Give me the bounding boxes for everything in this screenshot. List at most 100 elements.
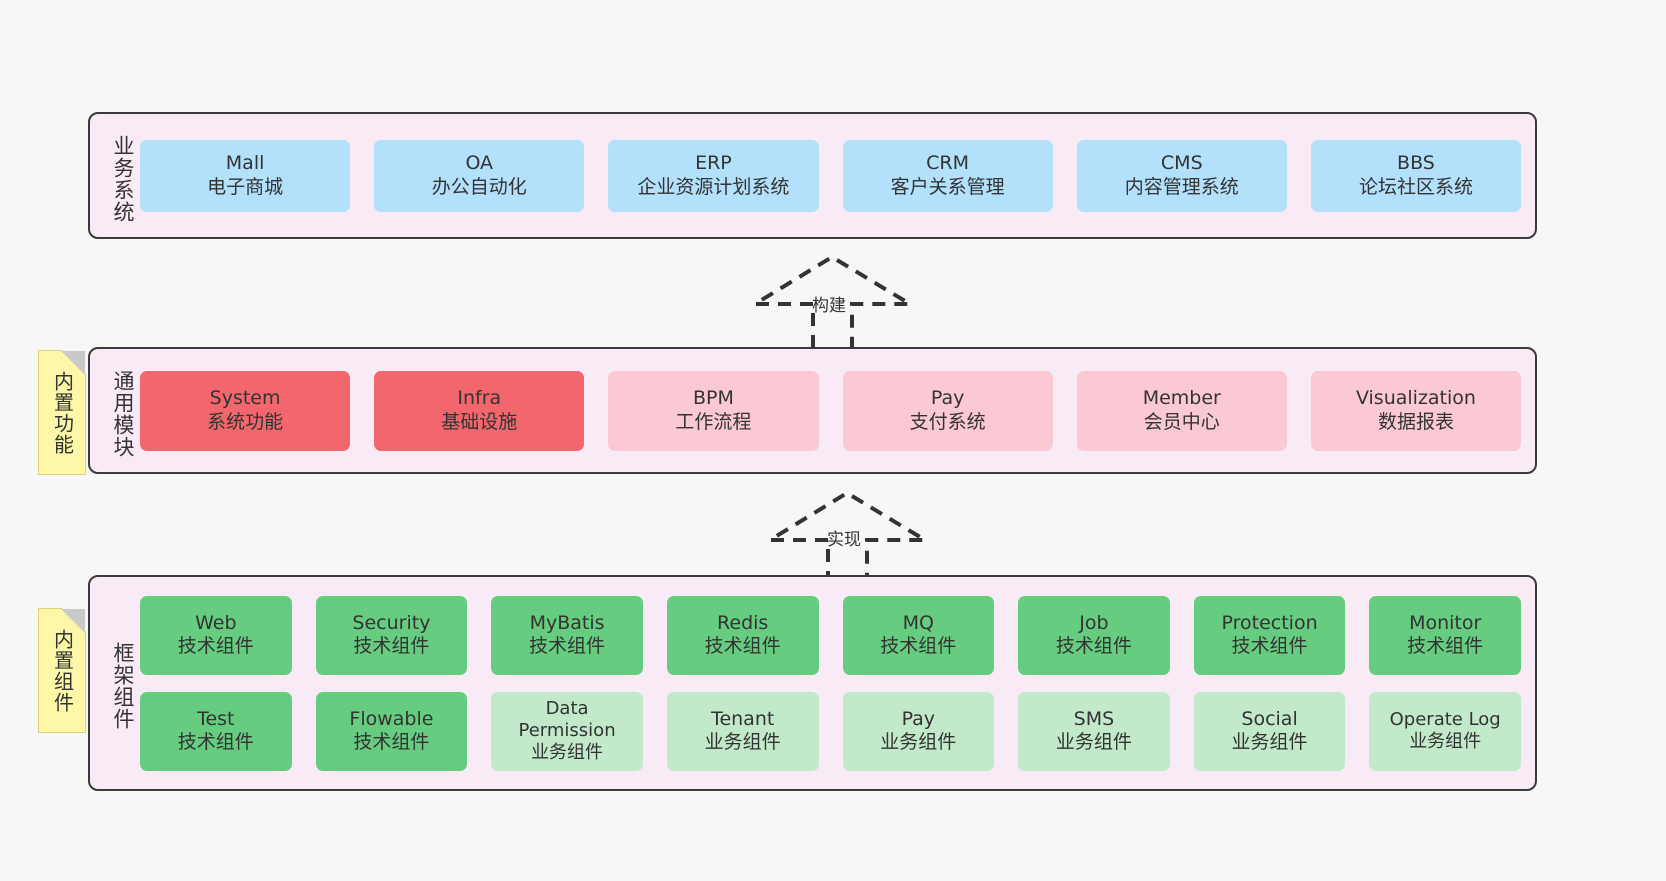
node-title-cn: 基础设施 — [441, 410, 518, 433]
node-title-en: Flowable — [349, 707, 434, 730]
node-title-cn: 技术组件 — [177, 635, 254, 657]
node-title-cn: 技术组件 — [704, 635, 781, 657]
node-title-cn: 业务组件 — [1231, 731, 1308, 753]
node-title-cn: 企业资源计划系统 — [637, 175, 790, 198]
node-title-cn: 业务组件 — [531, 741, 604, 763]
node-title-en: Data Permission — [518, 698, 616, 742]
node-title-en: Visualization — [1355, 387, 1476, 410]
node-title-cn: 技术组件 — [1231, 635, 1308, 657]
node-title-cn: 业务组件 — [1055, 731, 1132, 753]
node-title-en: Tenant — [711, 707, 775, 730]
node-title-en: Redis — [717, 611, 769, 634]
node-title-cn: 系统功能 — [207, 410, 284, 433]
node-title-en: Web — [195, 611, 237, 634]
node-title-en: Job — [1079, 611, 1109, 634]
node-title-en: MyBatis — [529, 611, 605, 634]
layer-title-framework-components: 框架组件 — [111, 642, 135, 730]
node-title-en: Pay — [901, 707, 936, 730]
sticky-note-builtin-components: 内置组件 — [38, 608, 86, 733]
node-title-en: CMS — [1160, 152, 1203, 175]
node-title-cn: 业务组件 — [880, 731, 957, 753]
node-title-cn: 会员中心 — [1143, 410, 1220, 433]
node-title-cn: 电子商城 — [207, 175, 284, 198]
node-title-en: OA — [465, 152, 494, 175]
node-title-cn: 技术组件 — [529, 635, 606, 657]
node-title-en: Security — [352, 611, 431, 634]
node-title-en: Member — [1142, 387, 1221, 410]
node-title-cn: 技术组件 — [353, 731, 430, 753]
node-title-en: ERP — [695, 152, 732, 175]
node-title-cn: 技术组件 — [177, 731, 254, 753]
node-title-en: Social — [1241, 707, 1298, 730]
node-title-en: Operate Log — [1389, 709, 1501, 731]
node-title-cn: 技术组件 — [1055, 635, 1132, 657]
node-title-en: SMS — [1073, 707, 1115, 730]
sticky-note-builtin-functions: 内置功能 — [38, 350, 86, 475]
node-title-cn: 数据报表 — [1377, 410, 1454, 433]
node-title-en: Infra — [457, 387, 502, 410]
node-title-cn: 工作流程 — [675, 410, 752, 433]
layer-title-common-modules: 通用模块 — [111, 369, 135, 458]
node-title-en: Protection — [1221, 611, 1318, 634]
node-title-cn: 技术组件 — [1407, 635, 1484, 657]
node-title-en: BBS — [1397, 152, 1435, 175]
node-title-en: BPM — [692, 387, 734, 410]
node-title-cn: 技术组件 — [353, 635, 430, 657]
node-title-cn: 业务组件 — [1409, 731, 1482, 752]
node-title-en: Pay — [930, 387, 965, 410]
sticky-note-builtin-functions-label: 内置功能 — [50, 370, 75, 455]
node-title-cn: 办公自动化 — [431, 175, 527, 198]
node-title-en: MQ — [902, 611, 934, 634]
node-title-cn: 论坛社区系统 — [1358, 175, 1473, 198]
node-title-en: Monitor — [1409, 611, 1482, 634]
sticky-note-builtin-components-label: 内置组件 — [50, 628, 75, 713]
node-title-cn: 内容管理系统 — [1124, 175, 1239, 198]
node-title-en: CRM — [926, 152, 970, 175]
node-title-cn: 客户关系管理 — [890, 175, 1005, 198]
build-relation-label: 构建 — [812, 296, 846, 316]
node-title-cn: 支付系统 — [909, 410, 986, 433]
node-title-en: Mall — [225, 152, 265, 175]
node-title-cn: 技术组件 — [880, 635, 957, 657]
layer-title-business-systems: 业务系统 — [111, 134, 135, 223]
implement-relation-label: 实现 — [827, 530, 861, 550]
